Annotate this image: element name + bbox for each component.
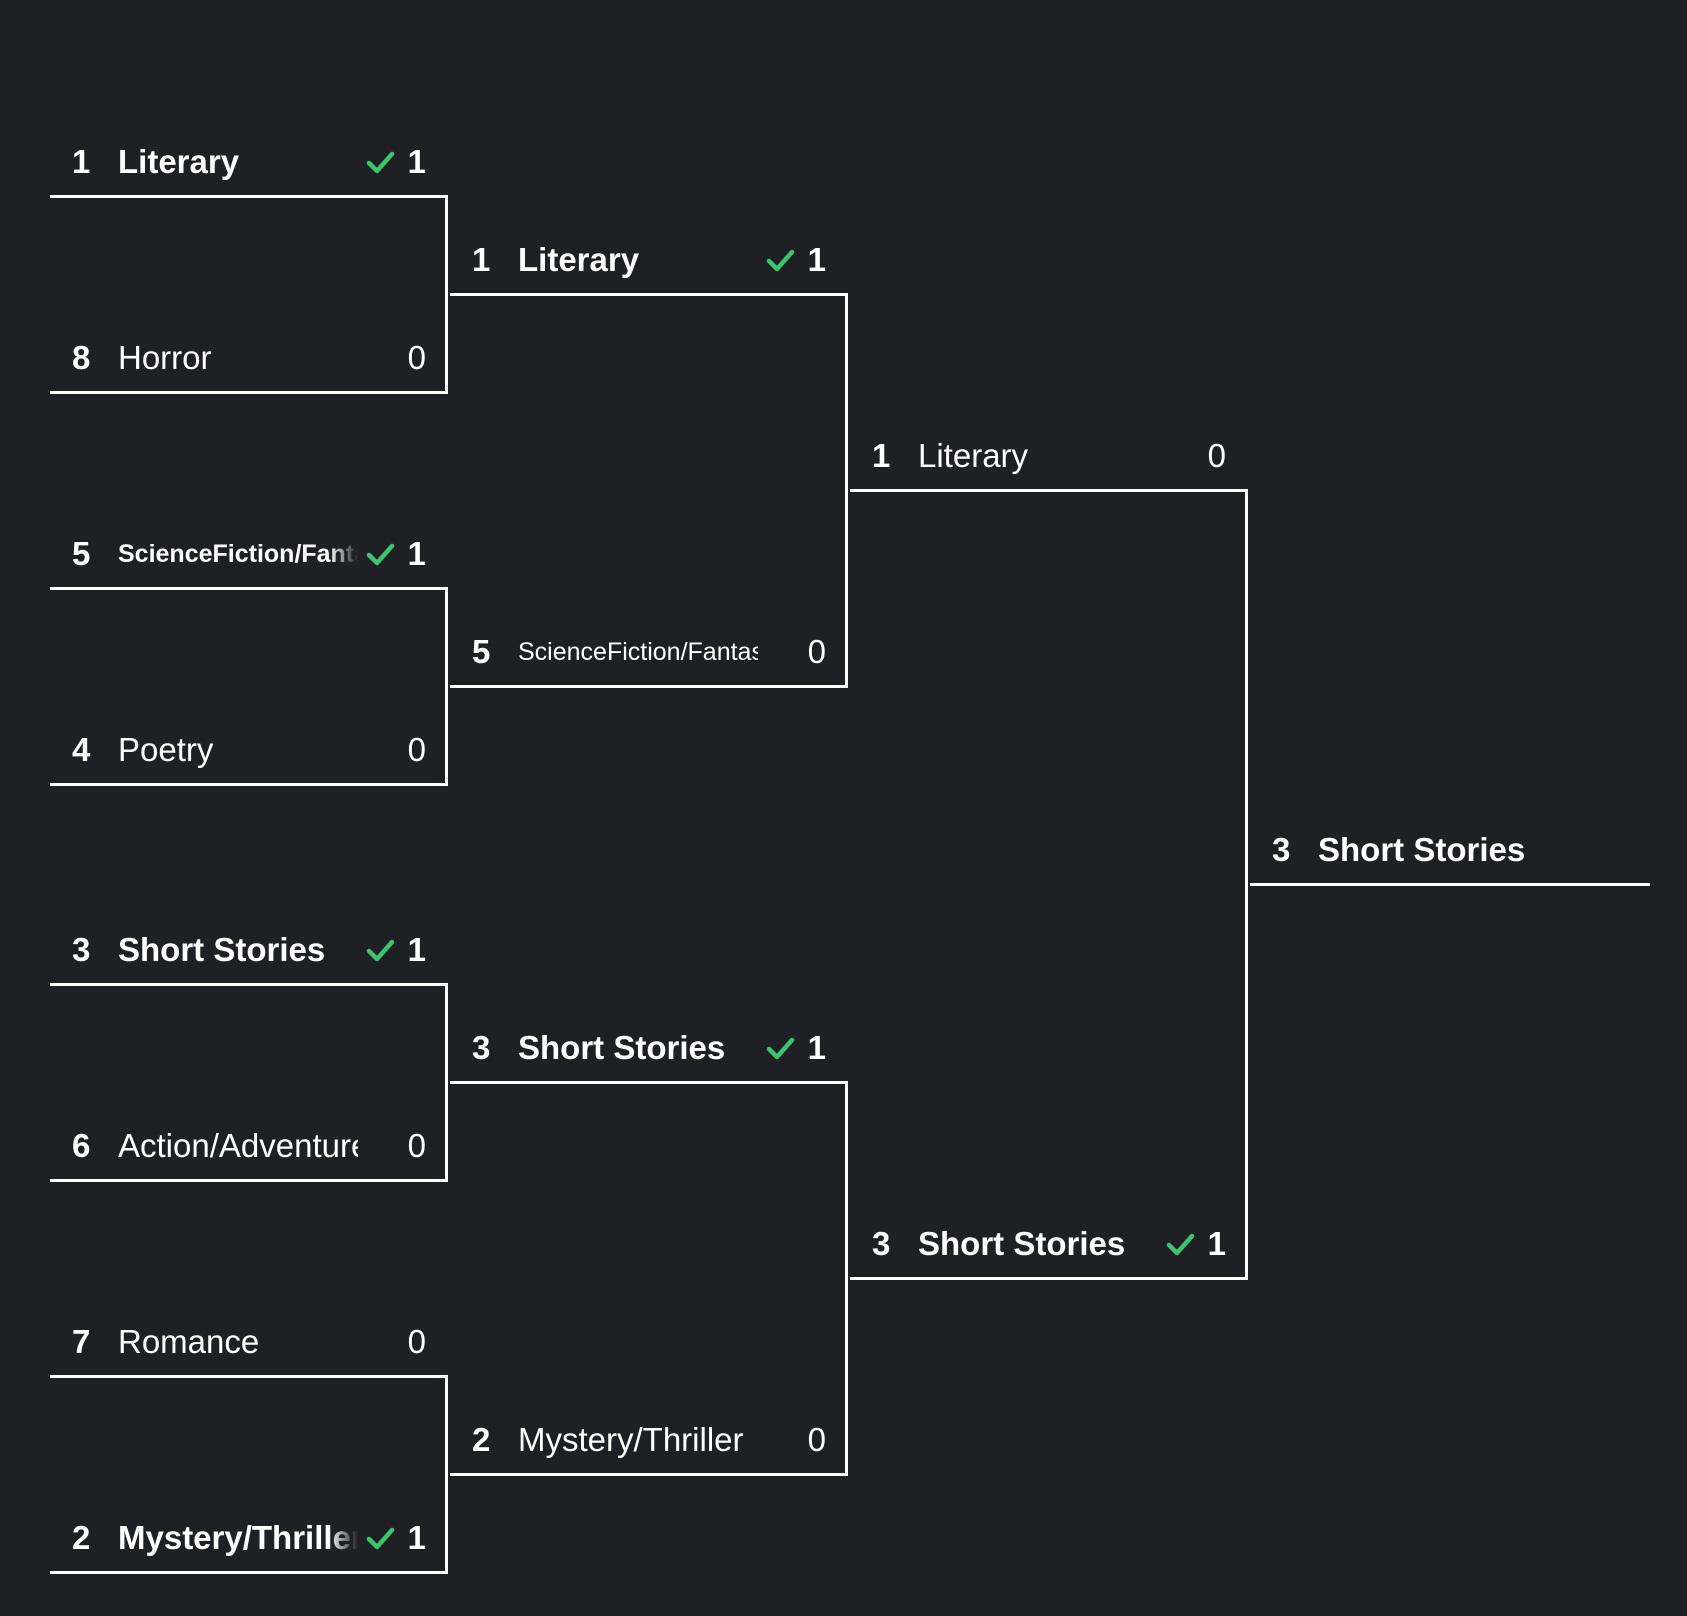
score: 0 (407, 1323, 426, 1360)
score: 0 (407, 731, 426, 768)
score: 1 (807, 1029, 826, 1066)
champion-seed: 3 (1272, 831, 1291, 868)
match-connector (445, 587, 448, 786)
team-slot-r2-m2-bottom[interactable]: 2 Mystery/Thriller 0 (472, 1415, 862, 1465)
check-icon (358, 1523, 402, 1553)
match-connector (845, 1081, 848, 1476)
team-slot-r1-m4-bottom[interactable]: 2 Mystery/Thriller 1 (72, 1513, 462, 1563)
score: 0 (807, 633, 826, 670)
team-slot-r1-m1-top[interactable]: 1 Literary 1 (72, 137, 462, 187)
slot-line (50, 1571, 448, 1574)
match-connector (445, 195, 448, 394)
slot-line (50, 587, 448, 590)
seed: 3 (472, 1029, 491, 1066)
team-name: Literary (918, 437, 1029, 474)
champion-slot[interactable]: 3 Short Stories (1272, 825, 1525, 875)
score: 0 (407, 339, 426, 376)
champion-name: Short Stories (1318, 831, 1526, 868)
score: 1 (407, 1519, 426, 1556)
team-slot-r1-m2-bottom[interactable]: 4 Poetry 0 (72, 725, 462, 775)
slot-line (50, 391, 448, 394)
team-slot-r2-m1-top[interactable]: 1 Literary 1 (472, 235, 862, 285)
champion-line (1250, 883, 1650, 886)
team-name: Short Stories (918, 1225, 1126, 1262)
slot-line (450, 293, 848, 296)
slot-line (50, 1179, 448, 1182)
team-slot-r3-m1-top[interactable]: 1 Literary 0 (872, 431, 1262, 481)
seed: 1 (472, 241, 491, 278)
score: 1 (407, 931, 426, 968)
seed: 6 (72, 1127, 91, 1164)
team-slot-r3-m1-bottom[interactable]: 3 Short Stories 1 (872, 1219, 1262, 1269)
match-connector (845, 293, 848, 688)
team-slot-r1-m3-bottom[interactable]: 6 Action/Adventure 0 (72, 1121, 462, 1171)
team-name: ScienceFiction/Fantasy (518, 637, 758, 666)
check-icon (758, 1033, 802, 1063)
slot-line (450, 685, 848, 688)
slot-line (850, 1277, 1248, 1280)
slot-line (50, 983, 448, 986)
team-slot-r1-m1-bottom[interactable]: 8 Horror 0 (72, 333, 462, 383)
seed: 1 (72, 143, 91, 180)
team-slot-r1-m2-top[interactable]: 5 ScienceFiction/Fantasy 1 (72, 529, 462, 579)
score: 1 (407, 535, 426, 572)
team-name: Poetry (118, 731, 214, 768)
score: 0 (807, 1421, 826, 1458)
score: 1 (407, 143, 426, 180)
score: 1 (1207, 1225, 1226, 1262)
team-slot-r2-m2-top[interactable]: 3 Short Stories 1 (472, 1023, 862, 1073)
seed: 3 (872, 1225, 891, 1262)
team-name: Literary (118, 143, 240, 180)
seed: 4 (72, 731, 91, 768)
seed: 3 (72, 931, 91, 968)
team-name: Short Stories (518, 1029, 726, 1066)
check-icon (358, 539, 402, 569)
slot-line (450, 1473, 848, 1476)
seed: 2 (472, 1421, 491, 1458)
match-connector (445, 983, 448, 1182)
score: 1 (807, 241, 826, 278)
slot-line (50, 1375, 448, 1378)
match-connector (1245, 489, 1248, 1280)
seed: 8 (72, 339, 91, 376)
seed: 5 (472, 633, 491, 670)
check-icon (358, 147, 402, 177)
score: 0 (1207, 437, 1226, 474)
check-icon (1158, 1229, 1202, 1259)
seed: 2 (72, 1519, 91, 1556)
score: 0 (407, 1127, 426, 1164)
team-name: ScienceFiction/Fantasy (118, 539, 358, 568)
slot-line (450, 1081, 848, 1084)
seed: 5 (72, 535, 91, 572)
team-name: Literary (518, 241, 640, 278)
check-icon (358, 935, 402, 965)
team-name: Romance (118, 1323, 260, 1360)
team-slot-r1-m4-top[interactable]: 7 Romance 0 (72, 1317, 462, 1367)
seed: 1 (872, 437, 891, 474)
team-name: Mystery/Thriller (518, 1421, 744, 1458)
team-slot-r2-m1-bottom[interactable]: 5 ScienceFiction/Fantasy 0 (472, 627, 862, 677)
check-icon (758, 245, 802, 275)
match-connector (445, 1375, 448, 1574)
team-slot-r1-m3-top[interactable]: 3 Short Stories 1 (72, 925, 462, 975)
slot-line (50, 783, 448, 786)
slot-line (850, 489, 1248, 492)
team-name: Horror (118, 339, 212, 376)
team-name: Action/Adventure (118, 1127, 358, 1164)
team-name: Short Stories (118, 931, 326, 968)
seed: 7 (72, 1323, 91, 1360)
team-name: Mystery/Thriller (118, 1519, 358, 1556)
slot-line (50, 195, 448, 198)
